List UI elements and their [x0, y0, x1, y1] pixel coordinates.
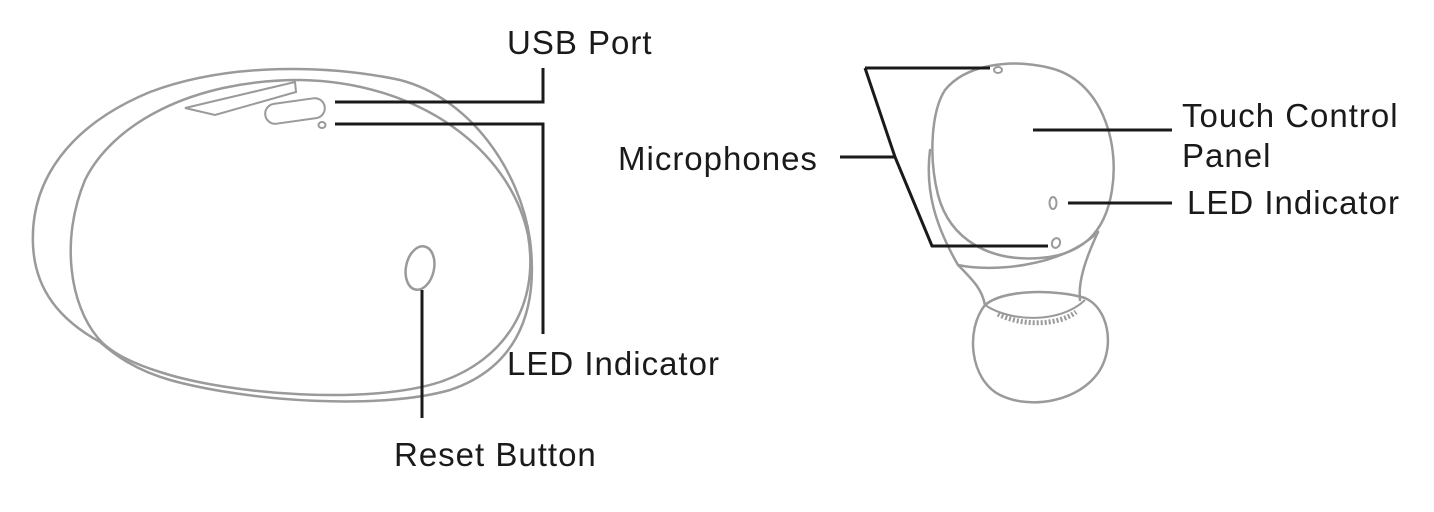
- nozzle-ring: [984, 299, 1086, 319]
- touch-control-label-line1: Touch Control: [1182, 97, 1399, 134]
- case-led-leader: [335, 122, 545, 334]
- bottom-microphone: [1050, 237, 1062, 249]
- nozzle-ring-mesh: [996, 309, 1078, 326]
- earbud-led-dot: [1048, 196, 1058, 210]
- case-hinge-slot: [184, 80, 298, 117]
- earbud-stem: [956, 263, 987, 307]
- usb-port-leader: [335, 68, 545, 104]
- reset-button: [404, 245, 436, 291]
- case-front-face: [69, 78, 532, 397]
- earbud-stem-right: [1078, 230, 1100, 302]
- case-outer-shell: [31, 67, 534, 403]
- microphones-label: Microphones: [618, 140, 818, 177]
- earbud-led-label: LED Indicator: [1187, 184, 1400, 221]
- usb-port: [264, 97, 326, 125]
- charging-case: [31, 67, 534, 403]
- ear-tip: [971, 290, 1110, 404]
- case-led-dot: [317, 121, 327, 129]
- earbud: [927, 62, 1115, 404]
- case-led-label: LED Indicator: [507, 345, 720, 382]
- touch-control-label-line2: Panel: [1182, 137, 1271, 174]
- usb-port-label: USB Port: [507, 24, 653, 61]
- touch-panel-face: [931, 62, 1115, 260]
- top-microphone: [993, 66, 1003, 74]
- reset-button-label: Reset Button: [394, 436, 597, 473]
- microphones-leader-bottom: [863, 67, 1048, 248]
